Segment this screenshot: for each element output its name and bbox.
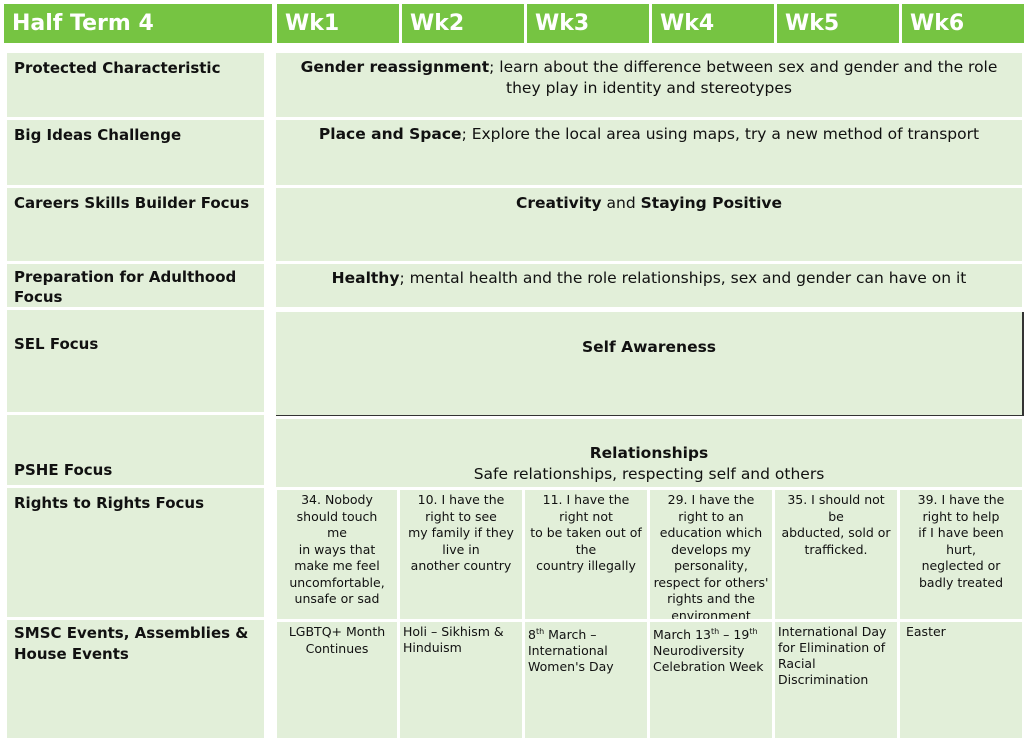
smsc-wk4-a: March 13 <box>653 627 711 643</box>
half-term-title: Half Term 4 <box>4 4 272 43</box>
row-label-rights: Rights to Rights Focus <box>7 488 264 617</box>
smsc-wk4-sup2: th <box>749 627 758 636</box>
week-header-5: Wk5 <box>777 4 899 43</box>
smsc-wk3-sup: th <box>535 627 545 636</box>
week-header-2: Wk2 <box>402 4 524 43</box>
protected-text: ; learn about the difference between sex… <box>489 58 998 97</box>
rights-wk2: 10. I have the right to see my family if… <box>400 490 522 619</box>
pshe-content: Relationships Safe relationships, respec… <box>276 419 1022 487</box>
smsc-wk4-b: – 19 <box>719 627 750 643</box>
row-label-sel: SEL Focus <box>7 310 264 412</box>
sel-text: Self Awareness <box>581 338 717 356</box>
smsc-wk4-sup1: th <box>710 627 720 636</box>
row-label-adulthood: Preparation for Adulthood Focus <box>7 264 264 307</box>
smsc-wk4-c: Neurodiversity Celebration Week <box>653 643 764 675</box>
rights-wk5: 35. I should not be abducted, sold or tr… <box>775 490 897 619</box>
pshe-text: Safe relationships, respecting self and … <box>473 465 825 483</box>
rights-wk6: 39. I have the right to help if I have b… <box>900 490 1022 619</box>
week-header-1: Wk1 <box>277 4 399 43</box>
pshe-title: Relationships <box>589 444 709 462</box>
adulthood-bold: Healthy <box>331 269 400 287</box>
adulthood-text: ; mental health and the role relationshi… <box>399 269 967 287</box>
careers-mid: and <box>601 194 641 212</box>
smsc-wk5: International Day for Elimination of Rac… <box>775 622 897 738</box>
row-label-smsc: SMSC Events, Assemblies & House Events <box>7 620 264 738</box>
week-label: Wk2 <box>410 11 465 36</box>
smsc-wk3: 8th March – International Women's Day <box>525 622 647 738</box>
rights-wk4: 29. I have the right to an education whi… <box>650 490 772 619</box>
smsc-wk2: Holi – Sikhism & Hinduism <box>400 622 522 738</box>
big-ideas-bold: Place and Space <box>318 125 462 143</box>
row-label-protected: Protected Characteristic <box>7 53 264 117</box>
week-label: Wk1 <box>285 11 340 36</box>
big-ideas-content: Place and Space; Explore the local area … <box>276 120 1022 185</box>
big-ideas-text: ; Explore the local area using maps, try… <box>461 125 980 143</box>
week-label: Wk5 <box>785 11 840 36</box>
week-label: Wk6 <box>910 11 965 36</box>
week-label: Wk3 <box>535 11 590 36</box>
week-header-4: Wk4 <box>652 4 774 43</box>
half-term-title-text: Half Term 4 <box>12 11 154 36</box>
rights-wk3: 11. I have the right not to be taken out… <box>525 490 647 619</box>
smsc-wk4: March 13th – 19th Neurodiversity Celebra… <box>650 622 772 738</box>
week-label: Wk4 <box>660 11 715 36</box>
week-header-6: Wk6 <box>902 4 1024 43</box>
row-label-careers: Careers Skills Builder Focus <box>7 188 264 261</box>
adulthood-content: Healthy; mental health and the role rela… <box>276 264 1022 307</box>
smsc-wk3-rest: March – International Women's Day <box>528 627 614 675</box>
row-label-big-ideas: Big Ideas Challenge <box>7 120 264 185</box>
protected-characteristic-content: Gender reassignment; learn about the dif… <box>276 53 1022 117</box>
sel-content: Self Awareness <box>276 312 1024 416</box>
careers-bold-1: Creativity <box>515 194 602 212</box>
smsc-wk6: Easter <box>900 622 1022 738</box>
careers-content: Creativity and Staying Positive <box>276 188 1022 261</box>
smsc-wk1: LGBTQ+ Month Continues <box>277 622 397 738</box>
rights-wk1: 34. Nobody should touch me in ways that … <box>277 490 397 619</box>
week-header-3: Wk3 <box>527 4 649 43</box>
row-label-pshe: PSHE Focus <box>7 415 264 485</box>
smsc-wk3-day: 8 <box>528 627 536 643</box>
careers-bold-2: Staying Positive <box>640 194 783 212</box>
protected-bold: Gender reassignment <box>300 58 490 76</box>
